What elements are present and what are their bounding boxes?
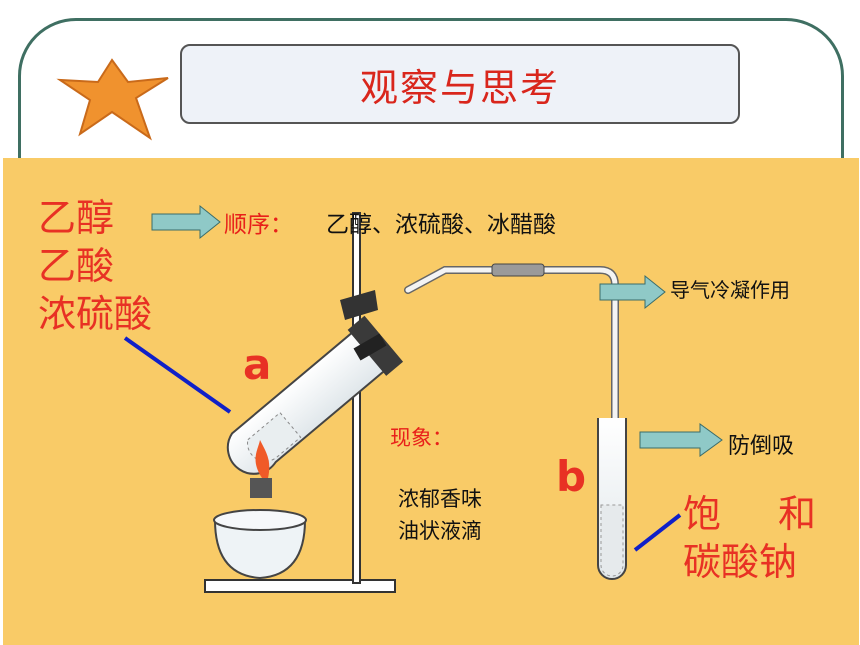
- solution-char-1: 饱: [683, 492, 722, 536]
- tube-a-label: a: [243, 340, 272, 389]
- flame: [255, 440, 270, 478]
- clamp-holder: [353, 333, 387, 361]
- phenomenon-label: 现象：: [390, 426, 453, 450]
- phenomenon-line-1: 浓郁香味: [398, 487, 482, 511]
- reagent-acetic-acid: 乙酸: [38, 244, 115, 288]
- arrow-order: [151, 204, 221, 240]
- clamp: [340, 290, 378, 320]
- arrow-condense: [599, 274, 666, 310]
- test-tube-b-liquid: [600, 504, 624, 577]
- lamp-rim: [213, 509, 307, 531]
- tube-b-label: b: [556, 452, 587, 501]
- condense-note: 导气冷凝作用: [670, 278, 790, 302]
- title-box: 观察与思考: [180, 44, 740, 124]
- solution-char-2: 和: [778, 492, 817, 536]
- solution-line-2: 碳酸钠: [683, 540, 798, 584]
- lamp-wick: [250, 478, 272, 498]
- pointer-line-solution: [633, 513, 682, 552]
- lamp-body: [213, 519, 307, 580]
- anti-suckback-note: 防倒吸: [728, 434, 795, 459]
- reagent-ethanol: 乙醇: [38, 196, 115, 240]
- content-panel: [3, 158, 859, 645]
- order-label: 顺序：: [224, 212, 293, 238]
- page-title: 观察与思考: [359, 65, 560, 110]
- order-value: 乙醇、浓硫酸、冰醋酸: [326, 212, 556, 238]
- reagent-sulfuric-acid: 浓硫酸: [38, 292, 153, 336]
- phenomenon-line-2: 油状液滴: [398, 519, 482, 543]
- arrow-anti-suckback: [639, 423, 723, 457]
- stand-rod: [352, 212, 361, 584]
- rubber-connector: [491, 263, 545, 277]
- pointer-line-reagents: [123, 336, 232, 414]
- stand-base: [204, 579, 396, 593]
